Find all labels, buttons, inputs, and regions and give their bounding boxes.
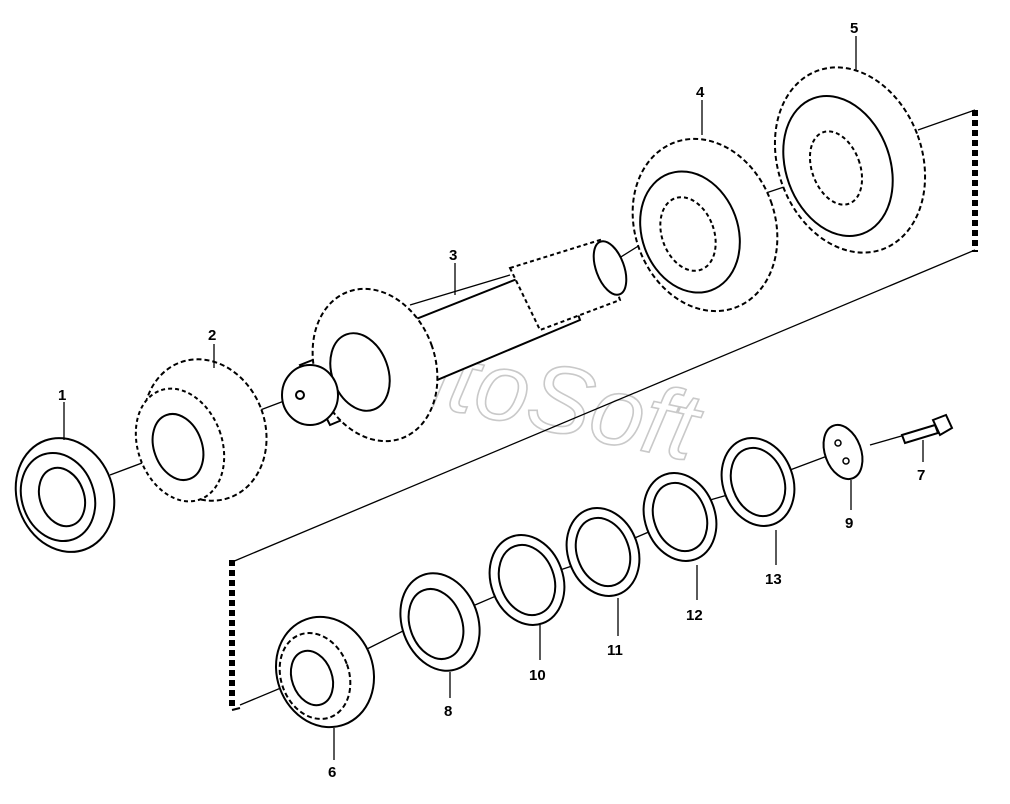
part-10-shim <box>488 534 566 626</box>
callout-1: 1 <box>58 387 66 404</box>
part-5-gear <box>773 66 927 254</box>
part-13-shim <box>720 437 796 527</box>
callout-12: 12 <box>686 607 703 624</box>
callout-10: 10 <box>529 667 546 684</box>
callout-11: 11 <box>607 642 623 659</box>
part-3-shaft-gear <box>281 238 628 443</box>
part-11-shim <box>565 507 641 597</box>
part-1-bearing <box>14 437 116 553</box>
callout-2: 2 <box>208 327 216 344</box>
callout-13: 13 <box>765 571 782 588</box>
part-12-shim <box>642 472 718 562</box>
part-6-bearing <box>274 615 376 729</box>
callout-leaders <box>63 36 924 760</box>
part-7-bolt <box>900 413 954 445</box>
offset-bracket <box>229 109 978 711</box>
part-2-spur-gear <box>134 358 268 503</box>
callout-5: 5 <box>850 20 858 37</box>
part-4-gear <box>631 137 779 313</box>
callout-6: 6 <box>328 764 336 781</box>
callout-7: 7 <box>917 467 925 484</box>
callout-9: 9 <box>845 515 853 532</box>
callout-3: 3 <box>449 247 457 264</box>
part-9-plate <box>822 423 864 481</box>
callout-labels: 1 2 3 4 5 6 7 8 9 10 11 12 13 <box>58 20 925 781</box>
callout-8: 8 <box>444 703 452 720</box>
callout-4: 4 <box>696 84 705 101</box>
part-8-bearing-cup <box>399 572 481 672</box>
